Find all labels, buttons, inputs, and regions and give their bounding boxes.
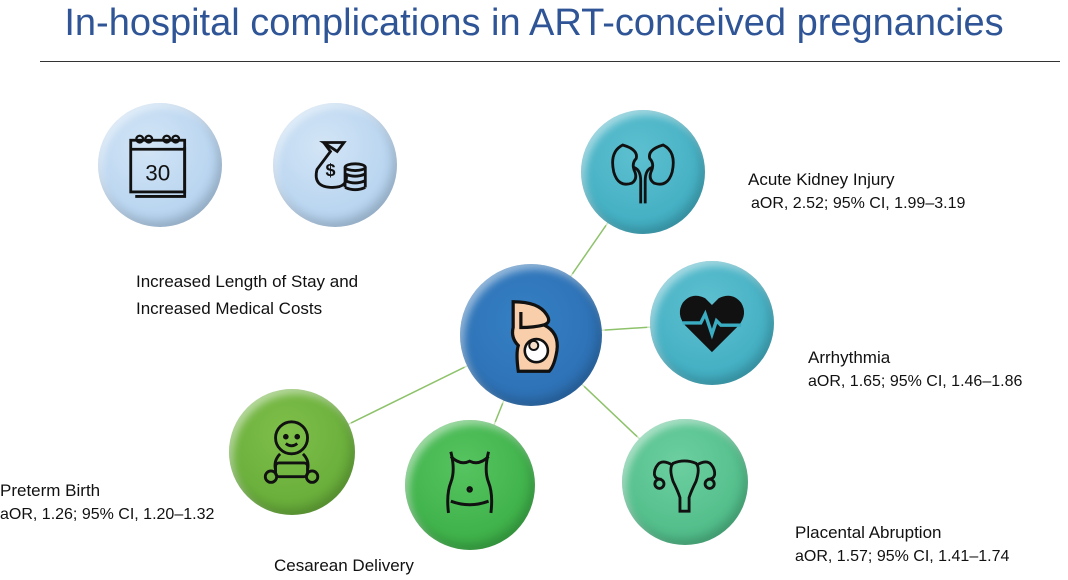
calendar-number: 30 [145,161,170,186]
los-label: Increased Length of Stay and Increased M… [136,268,358,322]
label-arrhythmia: Arrhythmia aOR, 1.65; 95% CI, 1.46–1.86 [808,346,1022,394]
kidney-circle [581,110,705,234]
label-placental-abruption: Placental Abruption aOR, 1.57; 95% CI, 1… [795,521,1009,569]
heart-circle [650,261,774,385]
baby-icon [264,420,320,485]
label-preterm-birth: Preterm Birth aOR, 1.26; 95% CI, 1.20–1.… [0,479,214,527]
calendar-circle: 30 [98,103,222,227]
outcome-stat: aOR, 1.57; 95% CI, 1.41–1.74 [795,548,1010,565]
pregnancy-circle [460,264,602,406]
los-label-line2: Increased Medical Costs [136,299,323,318]
label-acute-kidney-injury: Acute Kidney Injury aOR, 2.52; 95% CI, 1… [748,168,965,216]
slide-title: In-hospital complications in ART-conceiv… [64,2,1004,44]
calendar-icon: 30 [129,134,187,198]
money-bag-icon: $ [314,141,367,192]
heartbeat-icon [679,295,745,353]
kidney-icon [611,143,675,204]
money-circle: $ [273,103,397,227]
label-cesarean-delivery: Cesarean Delivery [274,556,414,575]
preterm-circle [229,389,355,515]
outcome-name: Arrhythmia [808,348,891,367]
cesarean-circle [405,420,535,550]
svg-text:$: $ [326,160,336,180]
outcome-stat: aOR, 2.52; 95% CI, 1.99–3.19 [751,195,966,212]
outcome-name: Placental Abruption [795,523,942,542]
outcome-name: Preterm Birth [0,481,101,500]
los-label-line1: Increased Length of Stay and [136,272,359,291]
title-divider [40,61,1060,62]
outcome-name: Acute Kidney Injury [748,170,895,189]
abdomen-icon [446,451,494,514]
outcome-stat: aOR, 1.65; 95% CI, 1.46–1.86 [808,373,1023,390]
pregnant-belly-icon [510,299,559,373]
uterus-icon [653,460,717,514]
outcome-stat: aOR, 1.26; 95% CI, 1.20–1.32 [0,506,215,523]
uterus-circle [622,419,748,545]
